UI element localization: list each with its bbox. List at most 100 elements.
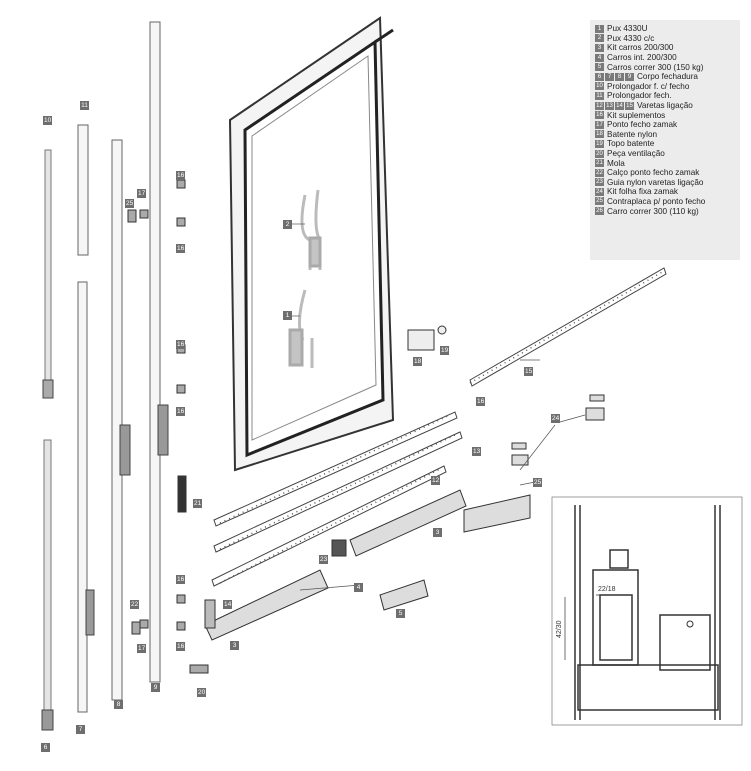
tag-20: 20 <box>197 688 207 697</box>
legend-label: Guia nylon varetas ligação <box>607 177 704 187</box>
tag-11: 11 <box>80 101 89 110</box>
tag-16-d: 16 <box>176 340 186 349</box>
tag-21: 21 <box>193 499 203 508</box>
handle-pux-4330-cc <box>300 189 322 270</box>
small-parts <box>127 179 447 674</box>
tag-1: 1 <box>283 311 292 320</box>
legend-number: 10 <box>595 82 604 91</box>
lock-bar-8 <box>111 139 131 701</box>
legend-label: Prolongador fech. <box>607 91 672 101</box>
legend-label: Topo batente <box>607 139 655 149</box>
tag-25-b: 25 <box>125 199 135 208</box>
legend-label: Calço ponto fecho zamak <box>607 168 700 178</box>
legend-label: Carros correr 300 (150 kg) <box>607 62 704 72</box>
legend-label: Mola <box>607 158 625 168</box>
tag-9: 9 <box>151 683 160 692</box>
legend-label: Contraplaca p/ ponto fecho <box>607 196 706 206</box>
tag-19: 19 <box>440 346 450 355</box>
tag-2: 2 <box>283 220 292 229</box>
tag-16-c: 16 <box>176 244 186 253</box>
legend-number: 18 <box>595 130 604 139</box>
legend-label: Carros int. 200/300 <box>607 53 677 63</box>
legend-number: 20 <box>595 149 604 158</box>
legend-number: 22 <box>595 168 604 177</box>
tag-24: 24 <box>551 414 561 423</box>
dimension-height: 42/30 <box>556 620 563 638</box>
tag-16-e: 16 <box>176 407 186 416</box>
legend-label: Batente nylon <box>607 129 658 139</box>
legend-number: 8 <box>615 72 624 81</box>
legend-label: Carro correr 300 (110 kg) <box>607 206 699 216</box>
tag-23: 23 <box>319 555 329 564</box>
handle-pux-4330u <box>288 289 314 368</box>
legend-number: 1 <box>595 24 604 33</box>
legend-number: 2 <box>595 34 604 43</box>
tag-8: 8 <box>114 700 123 709</box>
section-profile <box>551 496 743 726</box>
legend-label: Varetas ligação <box>637 101 693 111</box>
legend-number: 17 <box>595 120 604 129</box>
lock-bar-6 <box>41 439 54 731</box>
tag-17-b: 17 <box>137 644 147 653</box>
legend-number: 11 <box>595 91 604 100</box>
tag-16-g: 16 <box>176 642 186 651</box>
legend-label: Kit folha fixa zamak <box>607 187 678 197</box>
legend-number: 7 <box>605 72 614 81</box>
rod-holes <box>219 270 665 584</box>
lock-bar-11 <box>77 124 89 256</box>
leader-lines <box>290 223 586 591</box>
tag-16-a: 16 <box>476 397 486 406</box>
tag-22: 22 <box>130 600 140 609</box>
tag-14: 14 <box>223 600 233 609</box>
tag-7: 7 <box>76 725 85 734</box>
lock-bar-10 <box>42 149 54 399</box>
legend-number: 26 <box>595 207 604 216</box>
tag-17-a: 17 <box>137 189 147 198</box>
legend-number: 19 <box>595 139 604 148</box>
legend-label: Ponto fecho zamak <box>607 120 678 130</box>
legend-number: 14 <box>615 101 624 110</box>
legend-label: Pux 4330U <box>607 24 648 34</box>
fixed-leaf-kit <box>511 394 605 466</box>
tag-5: 5 <box>396 609 405 618</box>
roller-carriages <box>204 489 531 641</box>
legend-number: 24 <box>595 187 604 196</box>
tag-3-a: 3 <box>433 528 442 537</box>
tag-13: 13 <box>472 447 482 456</box>
legend-label: Kit suplementos <box>607 110 666 120</box>
legend-number: 25 <box>595 197 604 206</box>
legend-number: 6 <box>595 72 604 81</box>
legend-number: 21 <box>595 159 604 168</box>
tag-18: 18 <box>413 357 423 366</box>
legend-label: Pux 4330 c/c <box>607 33 655 43</box>
tag-6: 6 <box>41 743 50 752</box>
tag-16-b: 16 <box>176 171 186 180</box>
legend-label: Corpo fechadura <box>637 72 698 82</box>
tag-3-b: 3 <box>230 641 239 650</box>
legend-label: Kit carros 200/300 <box>607 43 674 53</box>
lock-bar-7 <box>77 281 95 713</box>
tag-15: 15 <box>524 367 534 376</box>
tag-4: 4 <box>354 583 363 592</box>
legend-label: Peça ventilação <box>607 149 665 159</box>
